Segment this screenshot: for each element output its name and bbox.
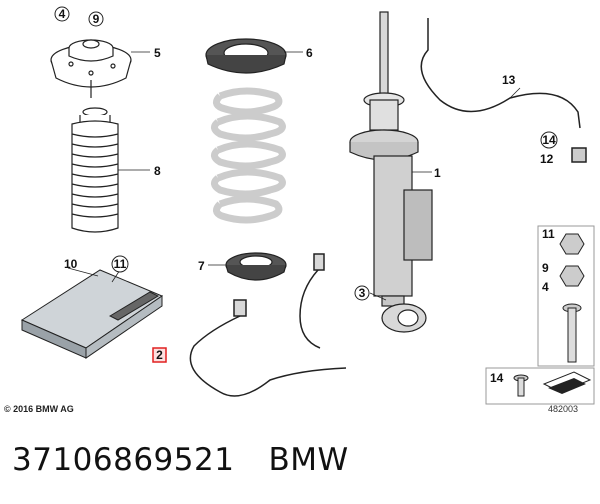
callout-14-top: 14 — [540, 131, 558, 149]
leader-lines — [67, 51, 521, 301]
callout-9: 9 — [88, 11, 104, 27]
callout-8: 8 — [154, 164, 161, 178]
part-number: 37106869521 — [12, 442, 235, 478]
callout-4: 4 — [54, 6, 70, 22]
nut-11 — [559, 233, 585, 255]
callout-11-unit: 11 — [111, 255, 129, 273]
lower-spring-pad — [225, 252, 287, 281]
svg-text:9: 9 — [93, 12, 100, 26]
shock-absorber — [349, 11, 433, 333]
arrow-icon — [542, 371, 592, 394]
callout-10: 10 — [64, 257, 78, 271]
upper-spring-pad — [205, 38, 287, 74]
callout-3: 3 — [354, 285, 370, 301]
nut-9 — [559, 265, 585, 287]
protective-bellows — [71, 107, 119, 233]
control-unit — [20, 269, 164, 359]
callout-5: 5 — [154, 46, 161, 60]
brand-name: BMW — [268, 442, 349, 478]
svg-text:14: 14 — [542, 133, 556, 147]
copyright-notice: © 2016 BMW AG — [4, 404, 74, 414]
callout-14-panel: 14 — [490, 371, 504, 385]
svg-text:2: 2 — [156, 348, 163, 362]
callout-4-panel: 4 — [542, 280, 549, 294]
callout-1: 1 — [434, 166, 441, 180]
sensor-cable-upper — [420, 18, 587, 163]
bolt-14 — [513, 374, 529, 397]
top-mount — [50, 39, 132, 98]
callout-6: 6 — [306, 46, 313, 60]
svg-text:4: 4 — [59, 7, 66, 21]
diagram-number: 482003 — [548, 404, 579, 414]
callout-7: 7 — [198, 259, 205, 273]
callout-13: 13 — [502, 73, 516, 87]
parts-diagram: 4 9 5 6 8 7 1 3 13 14 12 10 11 2 11 9 4 … — [20, 6, 595, 405]
sensor-cable-lower — [189, 253, 347, 397]
part-caption: 37106869521 BMW — [12, 442, 349, 478]
callout-9-panel: 9 — [542, 261, 549, 275]
callout-11-panel: 11 — [542, 227, 555, 241]
svg-text:3: 3 — [359, 286, 366, 300]
bolt-4 — [562, 303, 582, 363]
callout-12: 12 — [540, 152, 554, 166]
hardware-panel — [485, 225, 595, 405]
svg-text:11: 11 — [114, 257, 127, 271]
coil-spring — [211, 87, 286, 224]
callout-2-highlighted: 2 — [152, 347, 167, 363]
